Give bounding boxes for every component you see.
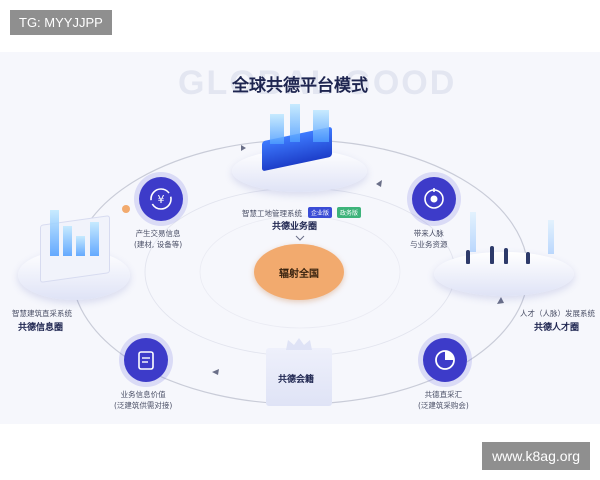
top-heading: 共德业务圈 — [272, 222, 318, 232]
crown-icon — [286, 338, 312, 350]
pie-chart-icon — [435, 350, 455, 370]
center-label: 辐射全国 — [279, 268, 319, 280]
node-procure — [423, 338, 467, 382]
network-icon — [424, 188, 444, 209]
node-people — [412, 177, 456, 221]
background-watermark: GLOBAL GOOD — [178, 64, 457, 102]
top-caption: 智慧工地管理系统 — [242, 209, 302, 218]
left-heading: 共德信息圈 — [18, 323, 64, 333]
svg-text:¥: ¥ — [158, 193, 165, 206]
tower — [270, 114, 284, 144]
badge-government: 政务版 — [337, 207, 362, 218]
left-caption: 智慧建筑直采系统 — [12, 309, 72, 318]
data-bar — [76, 236, 85, 256]
person-figure — [504, 248, 508, 264]
clipboard-icon — [138, 351, 154, 370]
node-price — [124, 338, 168, 382]
data-bar — [63, 226, 72, 256]
yen-cycle-icon: ¥ — [150, 188, 172, 210]
node-procure-label: 共德直采汇(泛建筑采购会) — [418, 390, 469, 410]
data-bar — [50, 210, 59, 256]
glass-panel — [548, 220, 554, 254]
orange-dot — [122, 205, 130, 213]
diagram-title: 全球共德平台模式 — [232, 76, 368, 96]
right-heading: 共德人才圈 — [534, 323, 580, 333]
node-price-label: 业务信息价值(泛建筑供需对接) — [114, 390, 173, 410]
person-figure — [526, 252, 530, 264]
center-ellipse: 辐射全国 — [254, 244, 344, 300]
diagram-canvas: GLOBAL GOOD 全球共德平台模式 智慧工地管理系统 企业版 政务版 共德… — [0, 52, 600, 424]
membership-box — [266, 348, 332, 406]
person-figure — [466, 250, 470, 264]
right-caption: 人才（人脉）发展系统 — [520, 309, 595, 318]
glass-panel — [470, 212, 476, 252]
node-trade-label: 产生交易信息(建材, 设备等) — [134, 229, 183, 249]
node-trade: ¥ — [139, 177, 183, 221]
watermark-tag-top-left: TG: MYYJJPP — [10, 10, 112, 35]
person-figure — [490, 246, 494, 264]
watermark-tag-bottom-right: www.k8ag.org — [482, 442, 590, 470]
node-people-label: 带来人脉与业务资源 — [410, 229, 448, 249]
data-bar — [90, 222, 99, 256]
tower — [290, 104, 300, 142]
bottom-label: 共德会籍 — [278, 375, 315, 385]
tower — [313, 110, 329, 142]
badge-enterprise: 企业版 — [308, 207, 333, 218]
